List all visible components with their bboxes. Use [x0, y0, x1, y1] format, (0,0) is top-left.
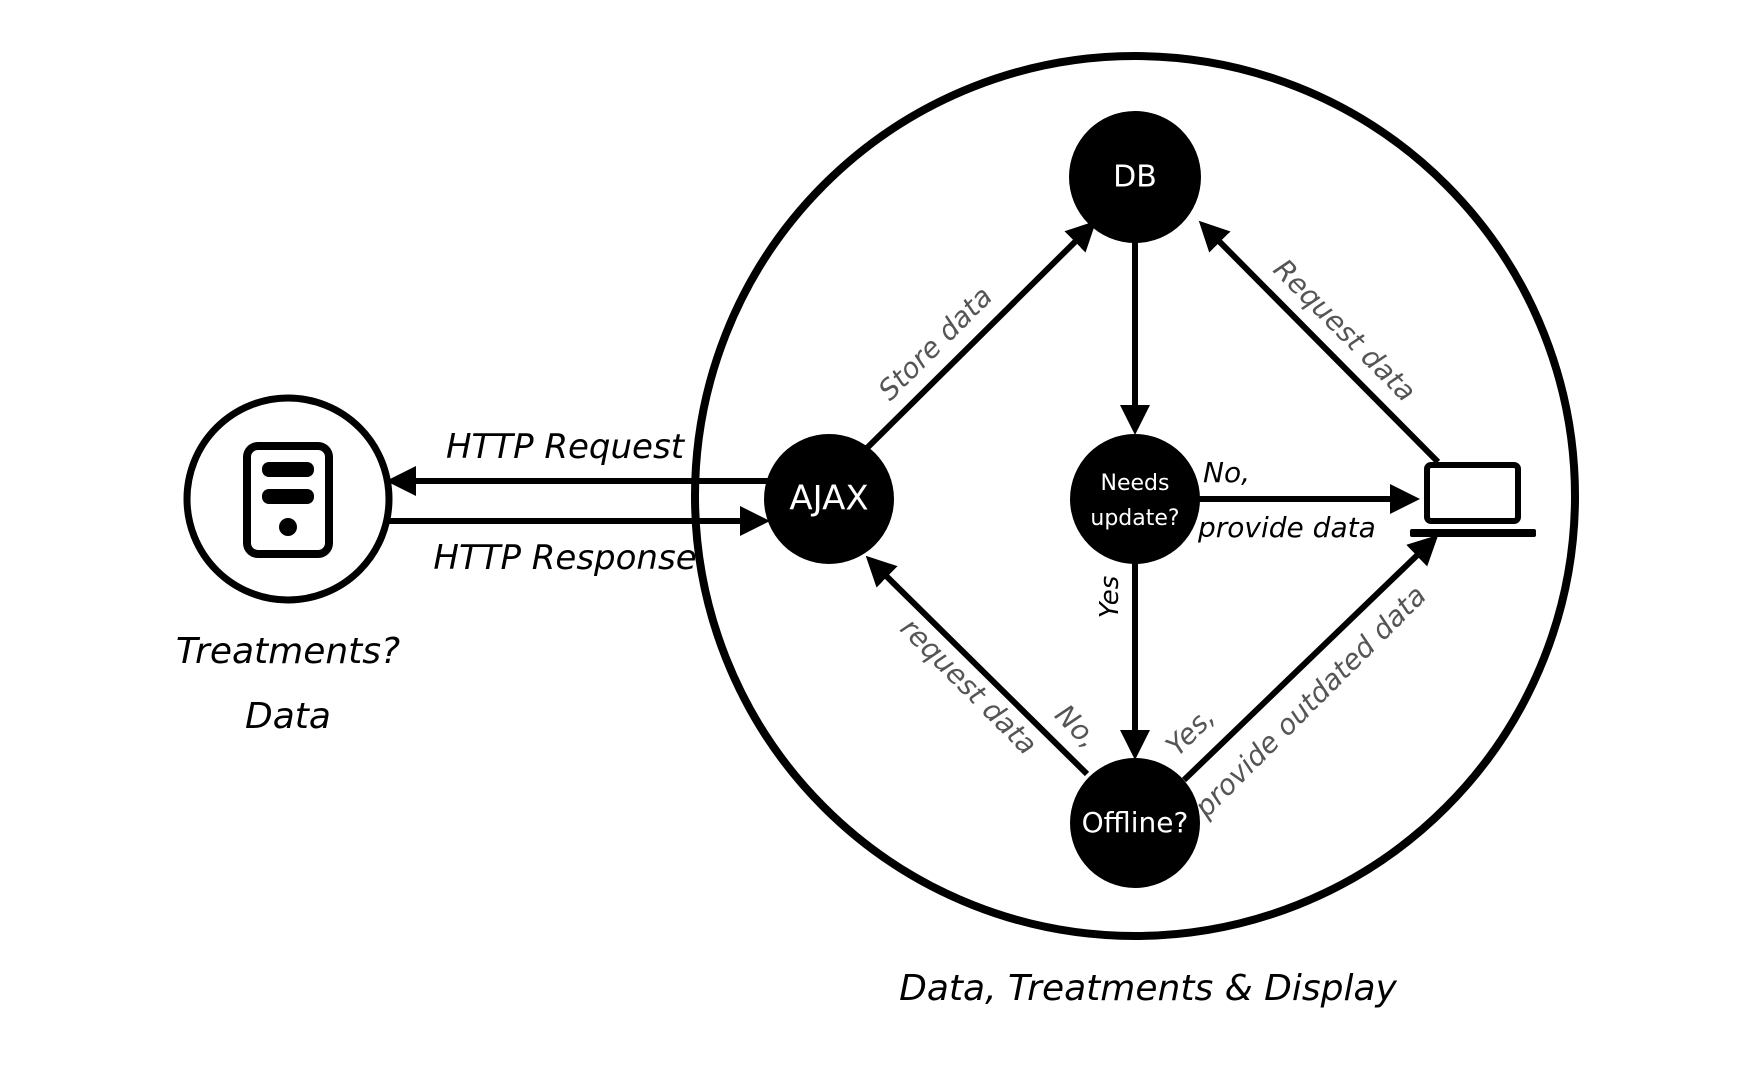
no-provide-label-line1: No,	[1203, 456, 1250, 489]
no-provide-label-line2: provide data	[1197, 511, 1376, 544]
offline-no-arrow	[865, 555, 1090, 777]
svg-text:AJAX: AJAX	[789, 479, 868, 519]
yes-label: Yes	[1095, 576, 1125, 619]
svg-text:Offline?: Offline?	[1082, 806, 1189, 839]
provide-outdated-data-label: provide outdated data	[1187, 579, 1433, 825]
ajax-node: AJAX	[764, 434, 894, 564]
store-data-label: Store data	[872, 280, 999, 407]
server-caption-line2: Data	[245, 696, 331, 737]
server-caption-line1: Treatments?	[176, 631, 400, 672]
needs-update-node: Needs update?	[1070, 434, 1200, 564]
store-data-arrow	[862, 220, 1097, 453]
db-node: DB	[1069, 111, 1201, 243]
client-request-data-arrow	[1198, 220, 1441, 465]
svg-text:DB: DB	[1113, 160, 1157, 195]
http-response-label: HTTP Response	[433, 538, 696, 578]
request-data-label-lower: request data	[894, 611, 1044, 761]
server-icon	[243, 442, 333, 558]
server-node	[183, 394, 393, 604]
system-boundary-circle	[691, 52, 1579, 940]
system-caption: Data, Treatments & Display	[899, 968, 1397, 1009]
offline-node: Offline?	[1070, 758, 1200, 888]
request-data-label: Request data	[1267, 253, 1423, 409]
offline-yes-arrow	[1181, 534, 1439, 783]
http-request-label: HTTP Request	[446, 427, 686, 467]
laptop-icon	[1410, 462, 1536, 537]
svg-text:update?: update?	[1090, 506, 1179, 531]
svg-text:Needs: Needs	[1101, 471, 1170, 496]
